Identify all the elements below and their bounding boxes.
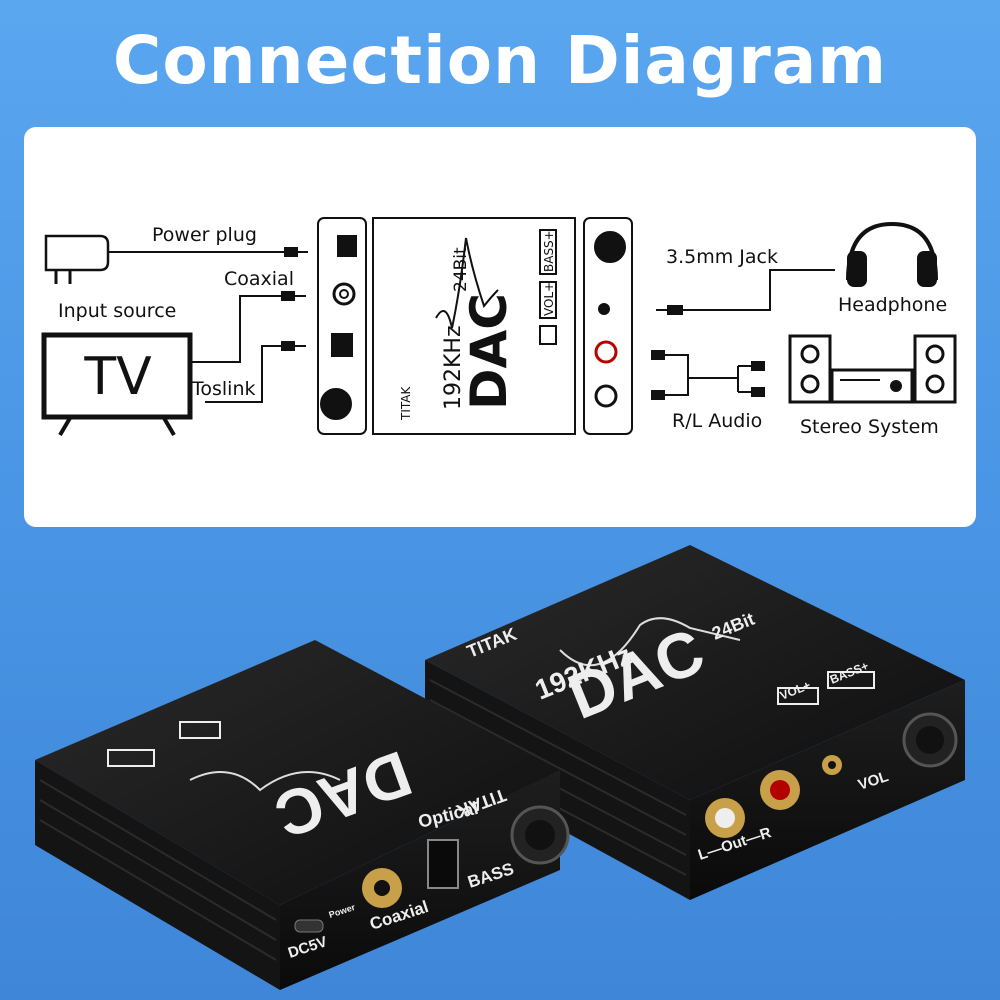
input-source-label: Input source — [58, 300, 177, 322]
coaxial-label: Coaxial — [224, 268, 294, 290]
product-photo: TITAK 192KHz DAC 24Bit VOL+ BASS+ DAC TI… — [35, 545, 965, 990]
diagram-device-bits: 24Bit — [451, 247, 471, 292]
diagram-device-brand: TITAK — [399, 386, 413, 421]
page-title: Connection Diagram — [112, 22, 888, 99]
diagram-device-bass: BASS+ — [542, 230, 556, 272]
stereo-system-label: Stereo System — [800, 416, 939, 438]
headphone-icon — [846, 221, 938, 287]
toslink-label: Toslink — [192, 378, 256, 400]
diagram-device-vol: VOL+ — [542, 282, 556, 316]
diagram-device-model: DAC — [460, 293, 518, 410]
left-unit — [35, 640, 570, 990]
stereo-system-icon — [788, 334, 957, 404]
headphone-label: Headphone — [838, 294, 948, 316]
jack-label: 3.5mm Jack — [666, 246, 778, 268]
tv-icon — [41, 332, 193, 437]
diagram-device-rate: 192KHz — [441, 325, 466, 410]
power-plug-label: Power plug — [152, 224, 257, 246]
power-adapter-icon — [44, 234, 308, 284]
tv-label: TV — [84, 347, 152, 407]
rl-audio-label: R/L Audio — [672, 410, 763, 432]
